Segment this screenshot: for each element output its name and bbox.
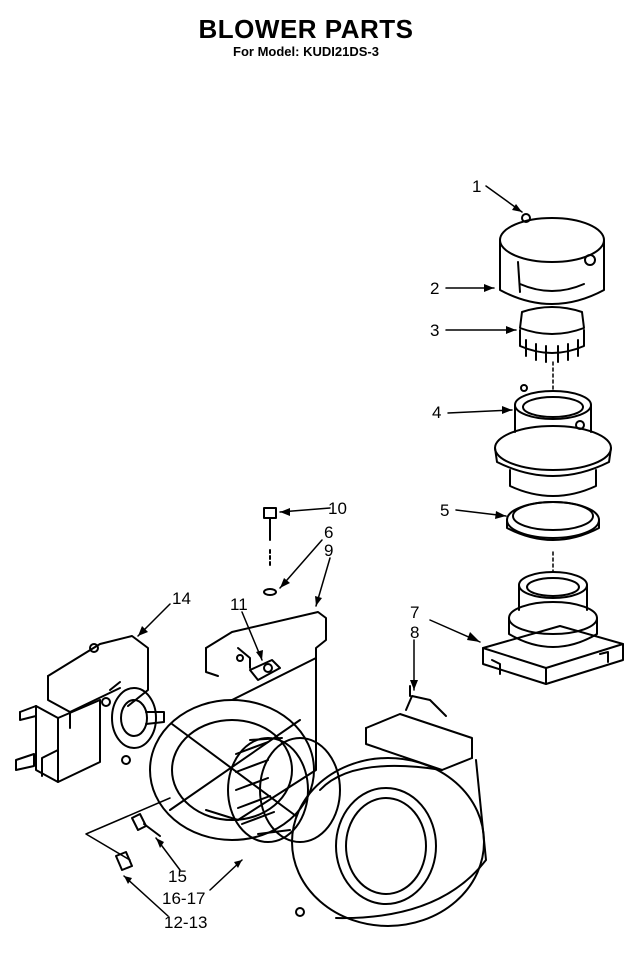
callout-labels: 1 2 3 4 5 6 7 8 9 10 11 12-13 14 15 16-1… [162, 177, 481, 932]
diagram-title: BLOWER PARTS [198, 14, 414, 44]
part-14-motor [15, 635, 165, 783]
callout-1: 1 [472, 177, 481, 196]
callout-4: 4 [432, 403, 441, 422]
part-12-13-screw [115, 851, 133, 871]
callout-9: 9 [324, 541, 333, 560]
part-3-connector [519, 306, 585, 363]
part-7-8-mount [482, 571, 624, 685]
part-6-washer [263, 588, 277, 596]
callout-16-17: 16-17 [162, 889, 205, 908]
part-16-17-blower-wheel [149, 699, 341, 843]
part-10-screw [263, 507, 277, 567]
leader-lines [123, 185, 523, 917]
callout-14: 14 [172, 589, 191, 608]
callout-6: 6 [324, 523, 333, 542]
callout-12-13: 12-13 [164, 913, 207, 932]
callout-11: 11 [230, 595, 248, 614]
part-2-cap [499, 217, 605, 305]
leader-arrowheads [124, 204, 522, 884]
part-1-screw [521, 213, 596, 266]
diagram-subtitle: For Model: KUDI21DS-3 [233, 44, 379, 59]
part-4-housing [494, 384, 612, 497]
part-5-gasket [506, 501, 600, 541]
callout-15: 15 [168, 867, 187, 886]
callout-8: 8 [410, 623, 419, 642]
reference-lines [85, 797, 171, 861]
callout-10: 10 [328, 499, 347, 518]
part-9-housing-plate [205, 611, 327, 821]
blower-housing [291, 685, 487, 927]
callout-7: 7 [410, 603, 419, 622]
callout-2: 2 [430, 279, 439, 298]
callout-5: 5 [440, 501, 449, 520]
callout-3: 3 [430, 321, 439, 340]
part-15-screw [131, 813, 161, 837]
